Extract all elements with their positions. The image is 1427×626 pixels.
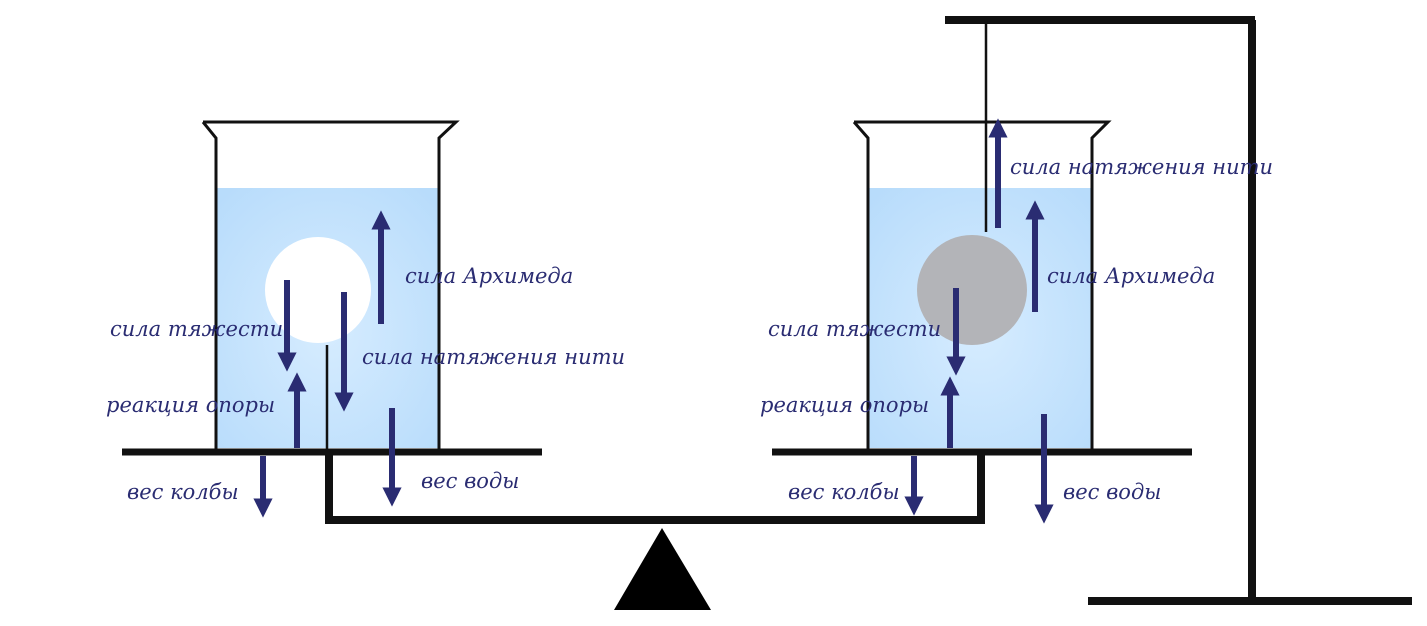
left-beaker: сила Архимеда сила тяжести сила натяжени…: [106, 120, 625, 518]
right-support-reaction-label: реакция опоры: [760, 393, 929, 417]
left-gravity-label: сила тяжести: [110, 317, 283, 341]
right-beaker-outline: [852, 120, 1112, 450]
left-water-weight-label: вес воды: [421, 469, 519, 493]
right-water-weight-label: вес воды: [1063, 480, 1161, 504]
right-ball: [917, 235, 1027, 345]
right-beaker: сила натяжения нити сила Архимеда сила т…: [760, 20, 1273, 524]
left-flask-weight-label: вес колбы: [127, 480, 239, 504]
right-thread-tension-label: сила натяжения нити: [1010, 155, 1273, 179]
left-thread-tension-label: сила натяжения нити: [362, 345, 625, 369]
left-archimedes-label: сила Архимеда: [405, 264, 573, 288]
left-beaker-outline: [201, 120, 460, 450]
stand: [945, 16, 1412, 605]
right-flask-weight-label: вес колбы: [788, 480, 900, 504]
fulcrum: [614, 528, 711, 610]
balance: [122, 448, 1192, 610]
left-support-reaction-label: реакция опоры: [106, 393, 275, 417]
right-archimedes-label: сила Архимеда: [1047, 264, 1215, 288]
right-gravity-label: сила тяжести: [768, 317, 941, 341]
